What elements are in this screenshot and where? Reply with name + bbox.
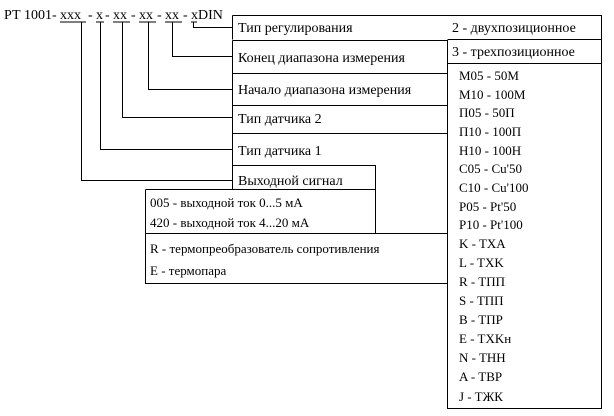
label-sensor-type-2: Тип датчика 2 bbox=[238, 112, 322, 127]
code-segment-range-end: xx bbox=[165, 8, 179, 23]
sensor-option: E - термопара bbox=[150, 263, 226, 278]
range-option: E - TXKн bbox=[459, 331, 511, 346]
range-option: C05 - Cu'50 bbox=[459, 161, 522, 176]
range-option: K - TXA bbox=[459, 236, 506, 251]
range-option: B - TПР bbox=[459, 312, 503, 327]
label-frame bbox=[232, 15, 448, 190]
range-option: A - TBP bbox=[459, 369, 502, 384]
regulation-option: 2 - двухпозиционное bbox=[452, 21, 576, 36]
regulation-option: 3 - трехпозиционное bbox=[452, 45, 575, 60]
label-regulation-type: Тип регулирования bbox=[238, 21, 353, 36]
output-option: 420 - выходной ток 4...20 мА bbox=[150, 215, 310, 230]
range-option: J - TЖК bbox=[459, 389, 503, 404]
range-option: N - THH bbox=[459, 350, 506, 365]
range-option: M10 - 100M bbox=[459, 87, 526, 102]
leader-lines bbox=[81, 22, 233, 181]
code-segment-sensor-2: xx bbox=[113, 8, 127, 23]
code-segment-range-start: xx bbox=[139, 8, 153, 23]
code-separator: - bbox=[183, 8, 188, 23]
label-range-start: Начало диапазона измерения bbox=[238, 83, 412, 98]
range-option: П10 - 100П bbox=[459, 124, 521, 139]
sensor-option: R - термопреобразователь сопротивления bbox=[150, 241, 380, 256]
range-option: M05 - 50M bbox=[459, 68, 519, 83]
label-output-signal: Выходной сигнал bbox=[238, 174, 343, 189]
label-range-end: Конец диапазона измерения bbox=[238, 51, 405, 66]
code-separator: - bbox=[131, 8, 136, 23]
code-prefix: РТ 1001- bbox=[4, 8, 57, 23]
code-suffix: DIN bbox=[198, 8, 223, 23]
range-option: P05 - Pt'50 bbox=[459, 199, 516, 214]
range-option: C10 - Cu'100 bbox=[459, 180, 529, 195]
lower-options-frame bbox=[145, 133, 448, 284]
range-option: L - TXK bbox=[459, 255, 504, 270]
range-option: S - TПП bbox=[459, 293, 504, 308]
output-option: 005 - выходной ток 0...5 мА bbox=[150, 195, 303, 210]
code-segment-output: xxx bbox=[60, 8, 81, 23]
range-options-list: M05 - 50M M10 - 100M П05 - 50П П10 - 100… bbox=[459, 68, 529, 404]
code-segment-regulation: x bbox=[191, 8, 198, 23]
range-option: H10 - 100H bbox=[459, 143, 521, 158]
code-segment-sensor-1: x bbox=[96, 8, 103, 23]
range-option: П05 - 50П bbox=[459, 105, 515, 120]
code-separator: - bbox=[88, 8, 93, 23]
label-sensor-type-1: Тип датчика 1 bbox=[238, 144, 322, 159]
range-option: P10 - Pt'100 bbox=[459, 217, 523, 232]
range-option: R - TПП bbox=[459, 274, 505, 289]
code-separator: - bbox=[157, 8, 162, 23]
code-separator: - bbox=[105, 8, 110, 23]
